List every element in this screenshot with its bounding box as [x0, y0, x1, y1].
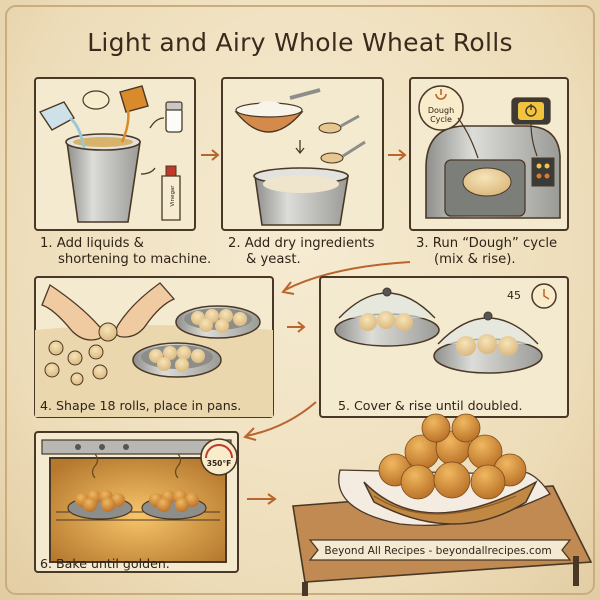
arrow-4-5: [287, 321, 306, 333]
step-3-caption: 3. Run “Dough” cycle (mix & rise).: [416, 236, 557, 268]
panel-1: [34, 77, 196, 231]
step-5-caption: 5. Cover & rise until doubled.: [338, 398, 523, 413]
oven-temp-label: 350°F: [206, 459, 232, 468]
step-4-caption: 4. Shape 18 rolls, place in pans.: [40, 398, 242, 413]
step-2-line-2: & yeast.: [246, 252, 301, 267]
step-3-line-2: (mix & rise).: [434, 252, 516, 267]
arrow-5-6: [243, 401, 317, 441]
rise-timer-label: 45: [507, 289, 521, 302]
panel-4: [34, 276, 274, 418]
panel-2: [221, 77, 384, 231]
dough-cycle-line-2: Cycle: [430, 115, 452, 124]
dough-cycle-badge: Dough Cycle: [423, 106, 459, 124]
dough-cycle-line-1: Dough: [427, 106, 455, 115]
step-3-line-1: 3. Run “Dough” cycle: [416, 236, 558, 251]
arrow-2-3: [388, 149, 407, 161]
final-basket: [292, 413, 593, 596]
vinegar-label: Vinegar: [170, 185, 176, 207]
footer-credit: Beyond All Recipes - beyondallrecipes.co…: [324, 545, 552, 557]
page-border: [5, 5, 595, 595]
step-6-caption: 6. Bake until golden.: [40, 556, 170, 571]
step-2-caption: 2. Add dry ingredients & yeast.: [228, 236, 374, 268]
step-1-line-2: shortening to machine.: [58, 252, 212, 267]
step-1-line-1: 1. Add liquids &: [40, 236, 144, 251]
arrow-3-4: [281, 261, 411, 295]
step-1-caption: 1. Add liquids & shortening to machine.: [40, 236, 211, 268]
step-2-line-1: 2. Add dry ingredients: [228, 236, 375, 251]
page-title: Light and Airy Whole Wheat Rolls: [87, 28, 513, 57]
panel-6: [34, 431, 239, 573]
panel-5: [319, 276, 569, 418]
arrow-1-2: [201, 149, 220, 161]
panel-3: [409, 77, 569, 231]
footer-ribbon: [308, 539, 572, 561]
arrow-6-final: [247, 493, 277, 505]
